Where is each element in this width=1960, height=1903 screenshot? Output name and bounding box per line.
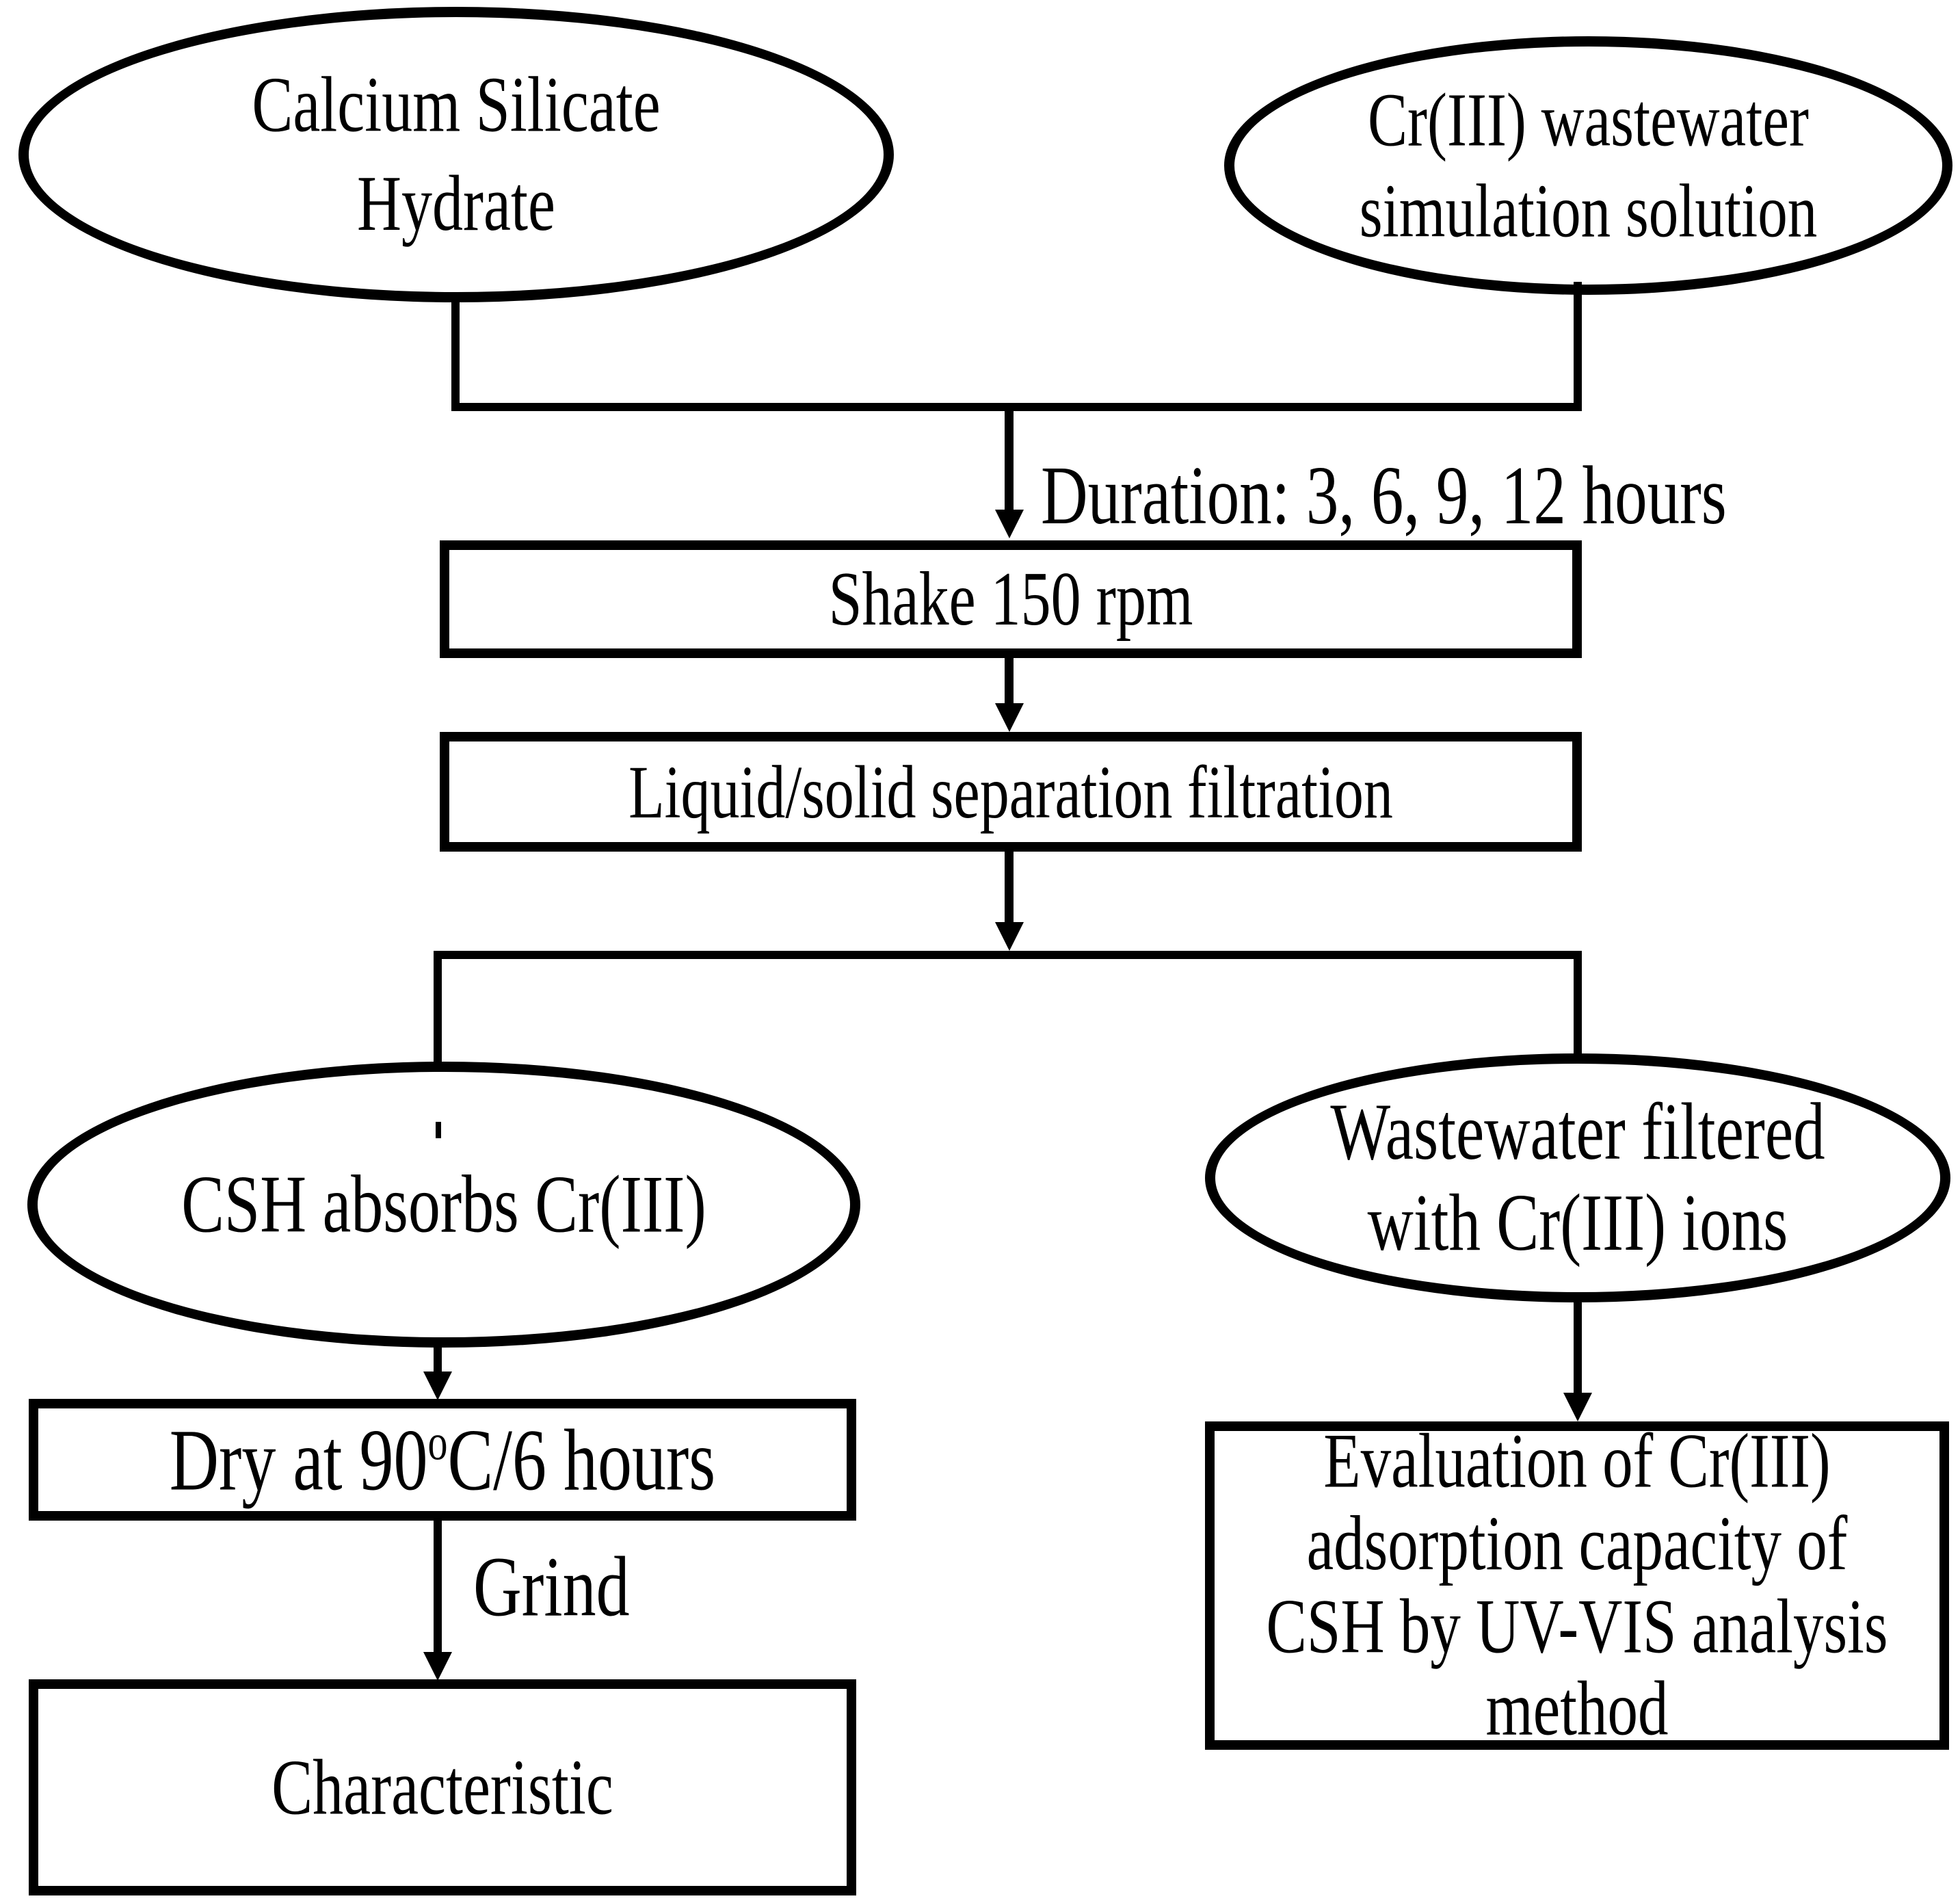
label-duration: Duration: 3, 6, 9, 12 hours: [1041, 449, 1727, 542]
arrow-csh-to-dry-shaft: [434, 1342, 442, 1374]
cr-wastewater-line2: simulation solution: [1359, 168, 1818, 253]
node-dry: Dry at 90oC/6 hours: [29, 1399, 856, 1521]
arrow-csh-to-dry-head: [423, 1372, 452, 1400]
arrow-shake-to-filtration-head: [995, 703, 1024, 732]
arrow-wastewater-to-evaluation-head: [1563, 1393, 1592, 1421]
arrow-dry-to-characteristic-head: [423, 1652, 452, 1681]
dry-label-suffix: C/6 hours: [447, 1410, 716, 1509]
node-filtration: Liquid/solid separation filtration: [440, 732, 1582, 852]
connector-split-right-vertical: [1574, 958, 1582, 1057]
node-evaluation: Evaluation of Cr(III) adsorption capacit…: [1205, 1418, 1949, 1753]
evaluation-line3: CSH by UV-VIS analysis: [1266, 1584, 1888, 1670]
wastewater-filtered-line2: with Cr(III) ions: [1367, 1178, 1788, 1268]
dry-label-superscript: o: [427, 1413, 448, 1471]
node-shake: Shake 150 rpm: [440, 540, 1582, 658]
characteristic-label: Characteristic: [272, 1744, 613, 1831]
node-wastewater-filtered: Wastewater filtered with Cr(III) ions: [1205, 1053, 1950, 1302]
shake-label: Shake 150 rpm: [828, 556, 1193, 642]
evaluation-line2: adsorption capacity of: [1306, 1501, 1848, 1588]
stray-tick-mark: [436, 1122, 441, 1138]
arrow-filtration-to-split-head: [995, 922, 1024, 951]
cr-wastewater-line1: Cr(III) wastewater: [1368, 77, 1809, 162]
label-grind: Grind: [473, 1540, 630, 1635]
evaluation-line4: method: [1485, 1666, 1669, 1753]
arrow-merge-to-shake-shaft: [1005, 411, 1014, 511]
arrow-dry-to-characteristic-shaft: [434, 1521, 442, 1653]
filtration-label: Liquid/solid separation filtration: [628, 750, 1393, 834]
arrow-merge-to-shake-head: [995, 510, 1024, 538]
calcium-silicate-line1: Calcium Silicate: [252, 61, 661, 148]
node-csh-absorbs: CSH absorbs Cr(III): [27, 1062, 860, 1348]
node-wastewater-filtered-text: Wastewater filtered with Cr(III) ions: [1330, 1087, 1825, 1270]
node-calcium-silicate-hydrate-text: Calcium Silicate Hydrate: [252, 56, 660, 253]
arrow-filtration-to-split-shaft: [1005, 852, 1014, 923]
evaluation-line1: Evaluation of Cr(III): [1323, 1418, 1831, 1505]
arrow-wastewater-to-evaluation-shaft: [1574, 1302, 1582, 1394]
node-cr-wastewater-solution: Cr(III) wastewater simulation solution: [1224, 36, 1952, 295]
wastewater-filtered-line1: Wastewater filtered: [1330, 1086, 1825, 1177]
connector-split-horizontal: [434, 951, 1582, 959]
connector-left-vertical: [451, 298, 460, 411]
dry-label-prefix: Dry at 90: [169, 1410, 428, 1509]
connector-split-left-vertical: [434, 958, 442, 1064]
connector-merge-horizontal: [451, 403, 1582, 411]
node-evaluation-text: Evaluation of Cr(III) adsorption capacit…: [1266, 1418, 1888, 1753]
csh-absorbs-label: CSH absorbs Cr(III): [181, 1159, 706, 1250]
connector-right-vertical: [1574, 282, 1582, 411]
calcium-silicate-line2: Hydrate: [357, 159, 555, 247]
node-calcium-silicate-hydrate: Calcium Silicate Hydrate: [18, 7, 894, 302]
node-characteristic: Characteristic: [29, 1679, 856, 1895]
arrow-shake-to-filtration-shaft: [1005, 658, 1014, 705]
node-cr-wastewater-text: Cr(III) wastewater simulation solution: [1360, 74, 1817, 257]
